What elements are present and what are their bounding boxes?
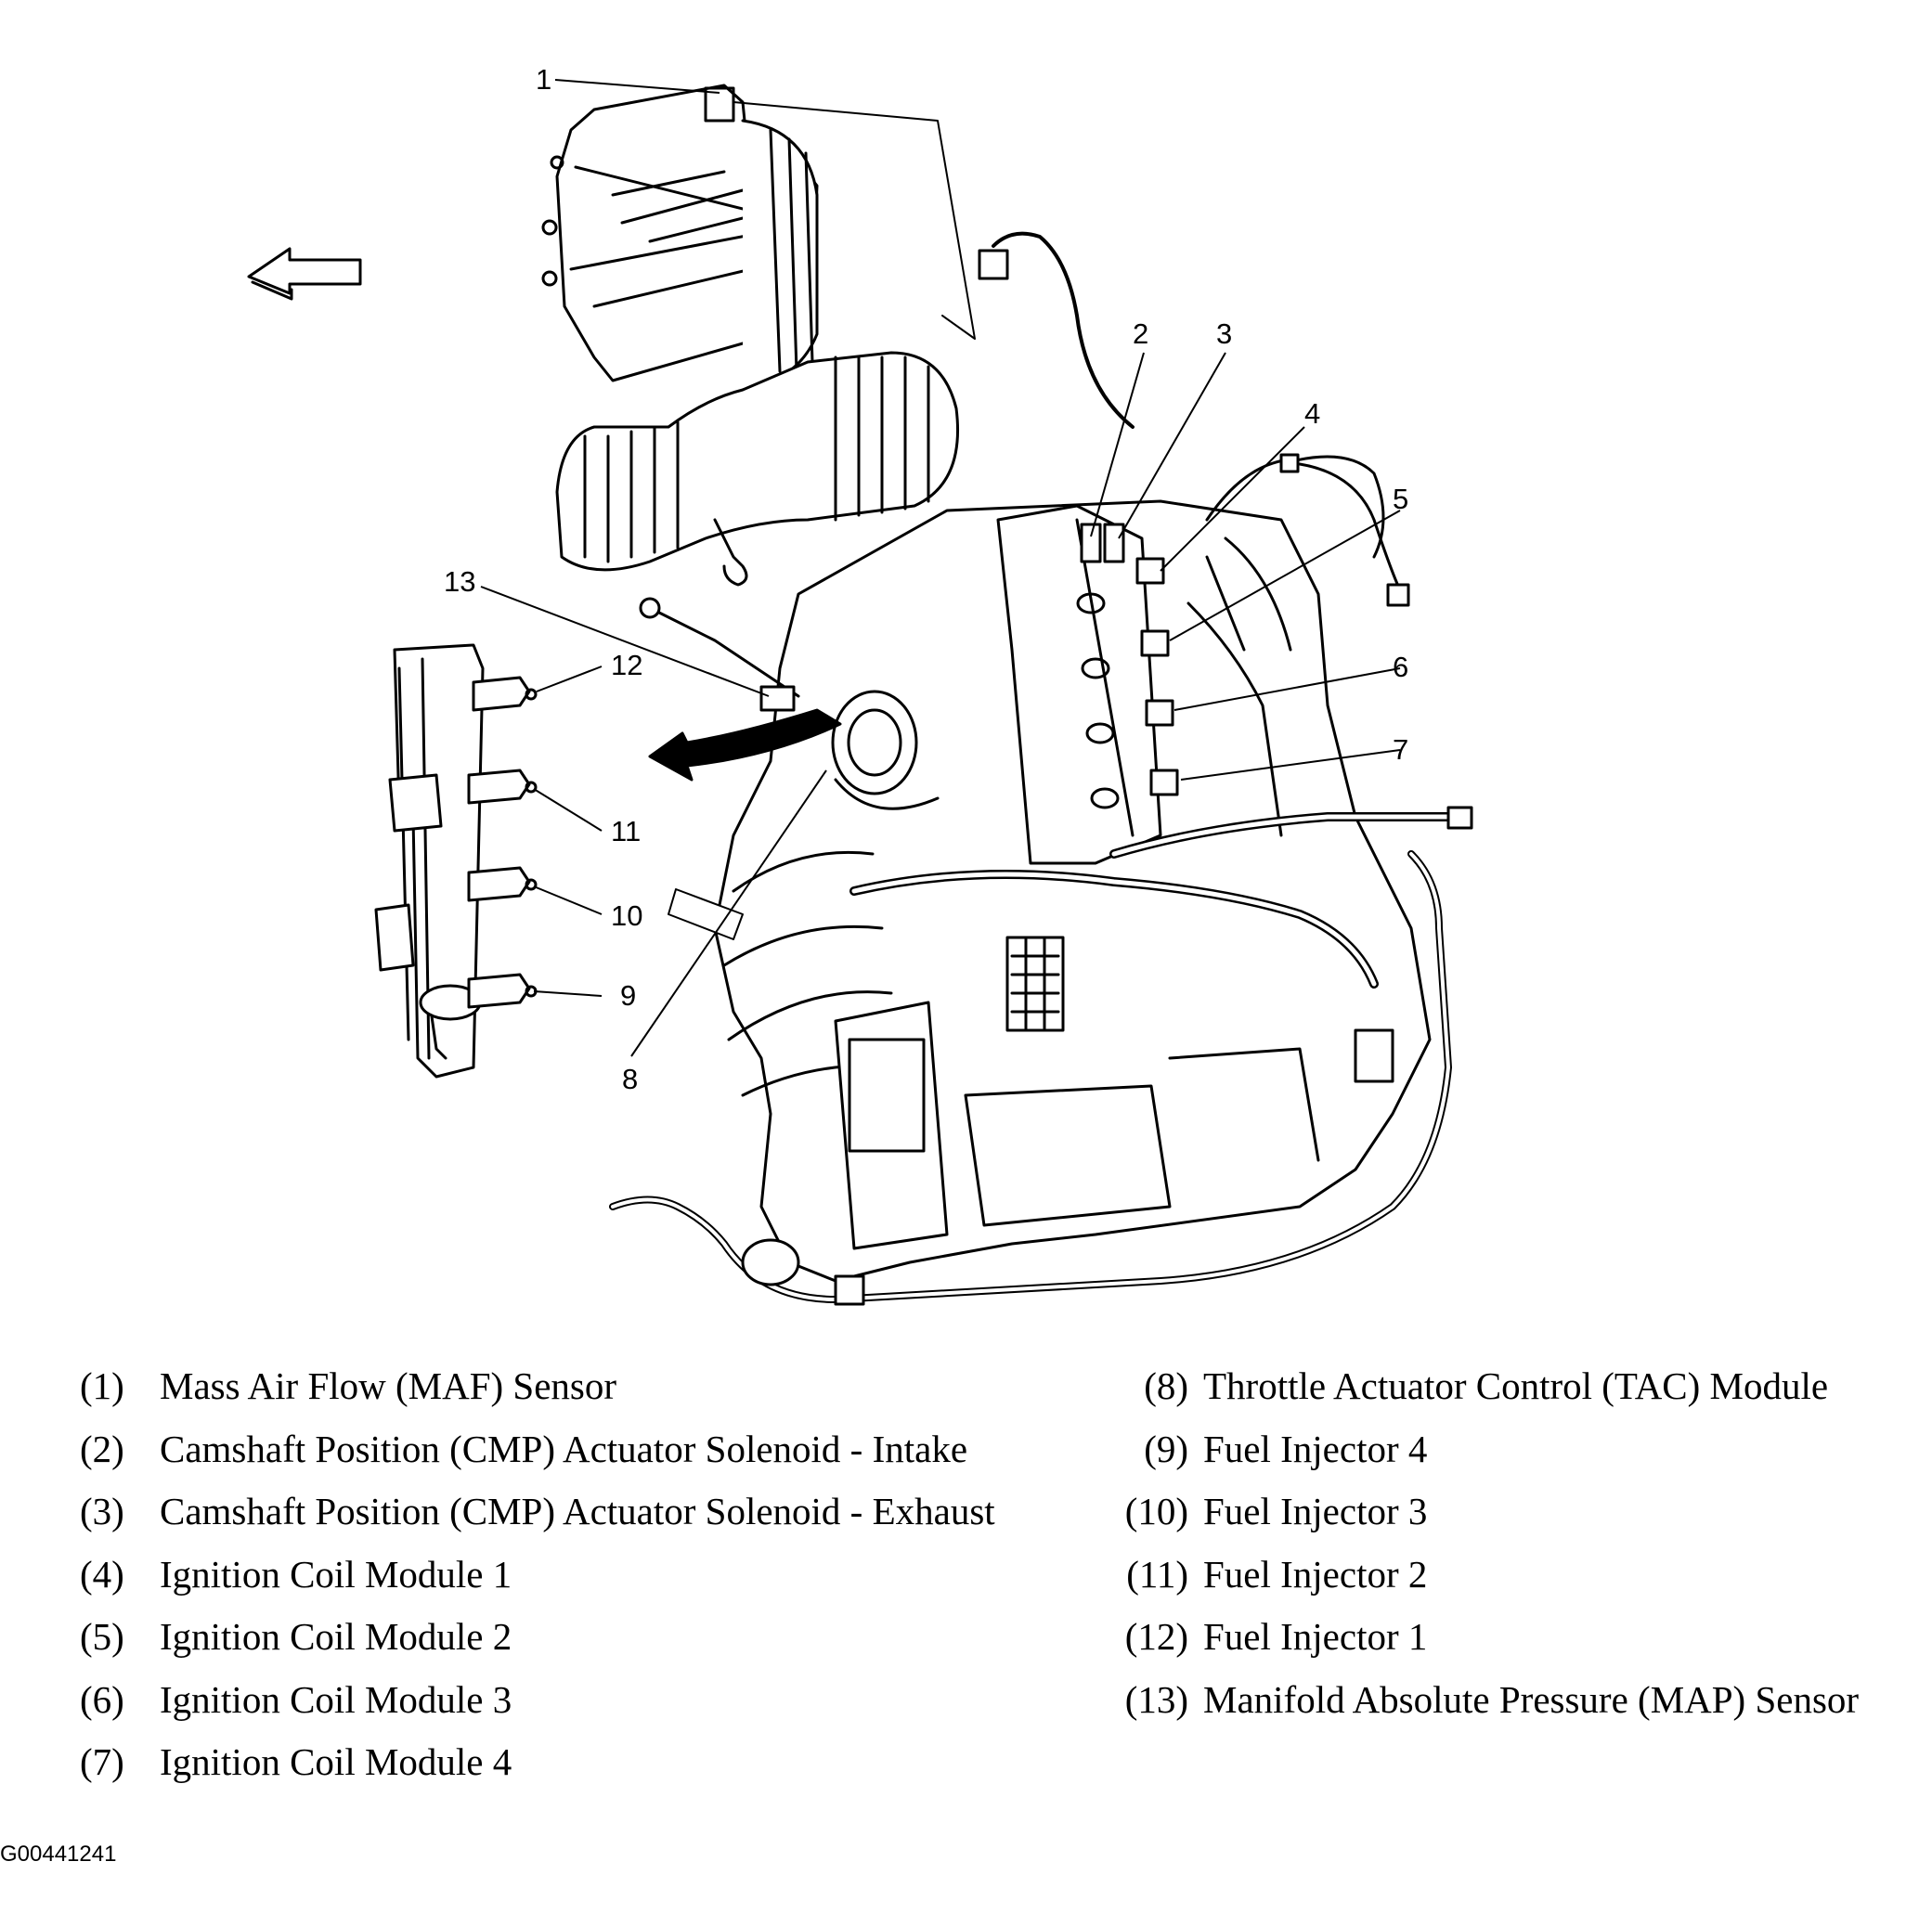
legend-item-9: (9) Fuel Injector 4 [1103, 1418, 1859, 1481]
legend-item-4: (4) Ignition Coil Module 1 [80, 1544, 995, 1607]
legend-number: (6) [80, 1677, 124, 1721]
callout-8: 8 [622, 1063, 638, 1095]
legend-number: (8) [1144, 1364, 1188, 1407]
callout-6: 6 [1393, 651, 1408, 683]
legend-number: (4) [80, 1552, 124, 1596]
legend-number: (13) [1124, 1677, 1188, 1721]
removal-direction-arrow-icon [648, 708, 842, 782]
callout-4: 4 [1304, 397, 1320, 430]
legend-item-8: (8) Throttle Actuator Control (TAC) Modul… [1103, 1355, 1859, 1418]
legend-text: Ignition Coil Module 3 [160, 1677, 512, 1721]
legend-item-3: (3) Camshaft Position (CMP) Actuator Sole… [80, 1480, 995, 1544]
callout-numbers: 1 2 3 4 5 6 7 8 9 10 11 12 13 [444, 63, 1408, 1095]
legend-number: (7) [80, 1740, 124, 1783]
legend-item-12: (12) Fuel Injector 1 [1103, 1606, 1859, 1669]
legend-text: Mass Air Flow (MAF) Sensor [160, 1364, 617, 1407]
fuel-injector-3 [467, 866, 538, 902]
fuel-rail-assembly [374, 643, 538, 1079]
legend-number: (1) [80, 1364, 124, 1407]
legend-item-6: (6) Ignition Coil Module 3 [80, 1669, 995, 1732]
legend-text: Fuel Injector 1 [1203, 1615, 1428, 1658]
legend-text: Manifold Absolute Pressure (MAP) Sensor [1203, 1677, 1860, 1721]
legend-item-1: (1) Mass Air Flow (MAF) Sensor [80, 1355, 995, 1418]
legend-item-2: (2) Camshaft Position (CMP) Actuator Sole… [80, 1418, 995, 1481]
legend-number: (9) [1144, 1427, 1188, 1470]
legend-number: (12) [1124, 1615, 1188, 1658]
engine-diagram: 1 2 3 4 5 6 7 8 9 10 11 12 13 [247, 63, 1473, 1306]
fuel-injector-4 [467, 973, 538, 1009]
fuel-injector-1 [472, 676, 538, 712]
callout-10: 10 [611, 899, 642, 932]
legend-item-11: (11) Fuel Injector 2 [1103, 1544, 1859, 1607]
legend-number: (11) [1126, 1552, 1188, 1596]
legend-number: (5) [80, 1615, 124, 1658]
callout-1: 1 [536, 63, 551, 96]
callout-3: 3 [1216, 317, 1232, 350]
legend-text: Ignition Coil Module 4 [160, 1740, 512, 1783]
legend-item-5: (5) Ignition Coil Module 2 [80, 1606, 995, 1669]
legend-text: Camshaft Position (CMP) Actuator Solenoi… [160, 1427, 968, 1470]
legend-number: (10) [1124, 1490, 1188, 1532]
legend-text: Ignition Coil Module 1 [160, 1552, 512, 1596]
callout-13: 13 [444, 565, 475, 598]
legend-left-column: (1) Mass Air Flow (MAF) Sensor (2) Camshaf… [80, 1355, 995, 1794]
legend-item-13: (13) Manifold Absolute Pressure (MAP) Sen… [1103, 1669, 1859, 1732]
callout-2: 2 [1133, 317, 1148, 350]
callout-12: 12 [611, 649, 642, 681]
leader-lines [480, 79, 1401, 1057]
legend-right-column: (8) Throttle Actuator Control (TAC) Modul… [1103, 1355, 1859, 1731]
legend-item-7: (7) Ignition Coil Module 4 [80, 1731, 995, 1794]
fuel-injector-2 [467, 769, 538, 805]
legend-text: Fuel Injector 4 [1203, 1427, 1428, 1470]
legend-text: Camshaft Position (CMP) Actuator Solenoi… [160, 1490, 995, 1532]
legend-text: Throttle Actuator Control (TAC) Module [1203, 1364, 1829, 1407]
callout-9: 9 [620, 979, 636, 1012]
callout-7: 7 [1393, 733, 1408, 766]
front-direction-arrow-icon [247, 247, 362, 301]
legend-text: Fuel Injector 3 [1203, 1490, 1428, 1532]
legend-text: Fuel Injector 2 [1203, 1552, 1428, 1596]
legend-number: (3) [80, 1490, 124, 1532]
callout-11: 11 [611, 815, 641, 847]
callout-5: 5 [1393, 483, 1408, 515]
intake-duct [555, 119, 960, 587]
legend-text: Ignition Coil Module 2 [160, 1615, 512, 1658]
legend-item-10: (10) Fuel Injector 3 [1103, 1480, 1859, 1544]
legend-number: (2) [80, 1427, 124, 1470]
figure-id: G00441241 [0, 1842, 117, 1867]
